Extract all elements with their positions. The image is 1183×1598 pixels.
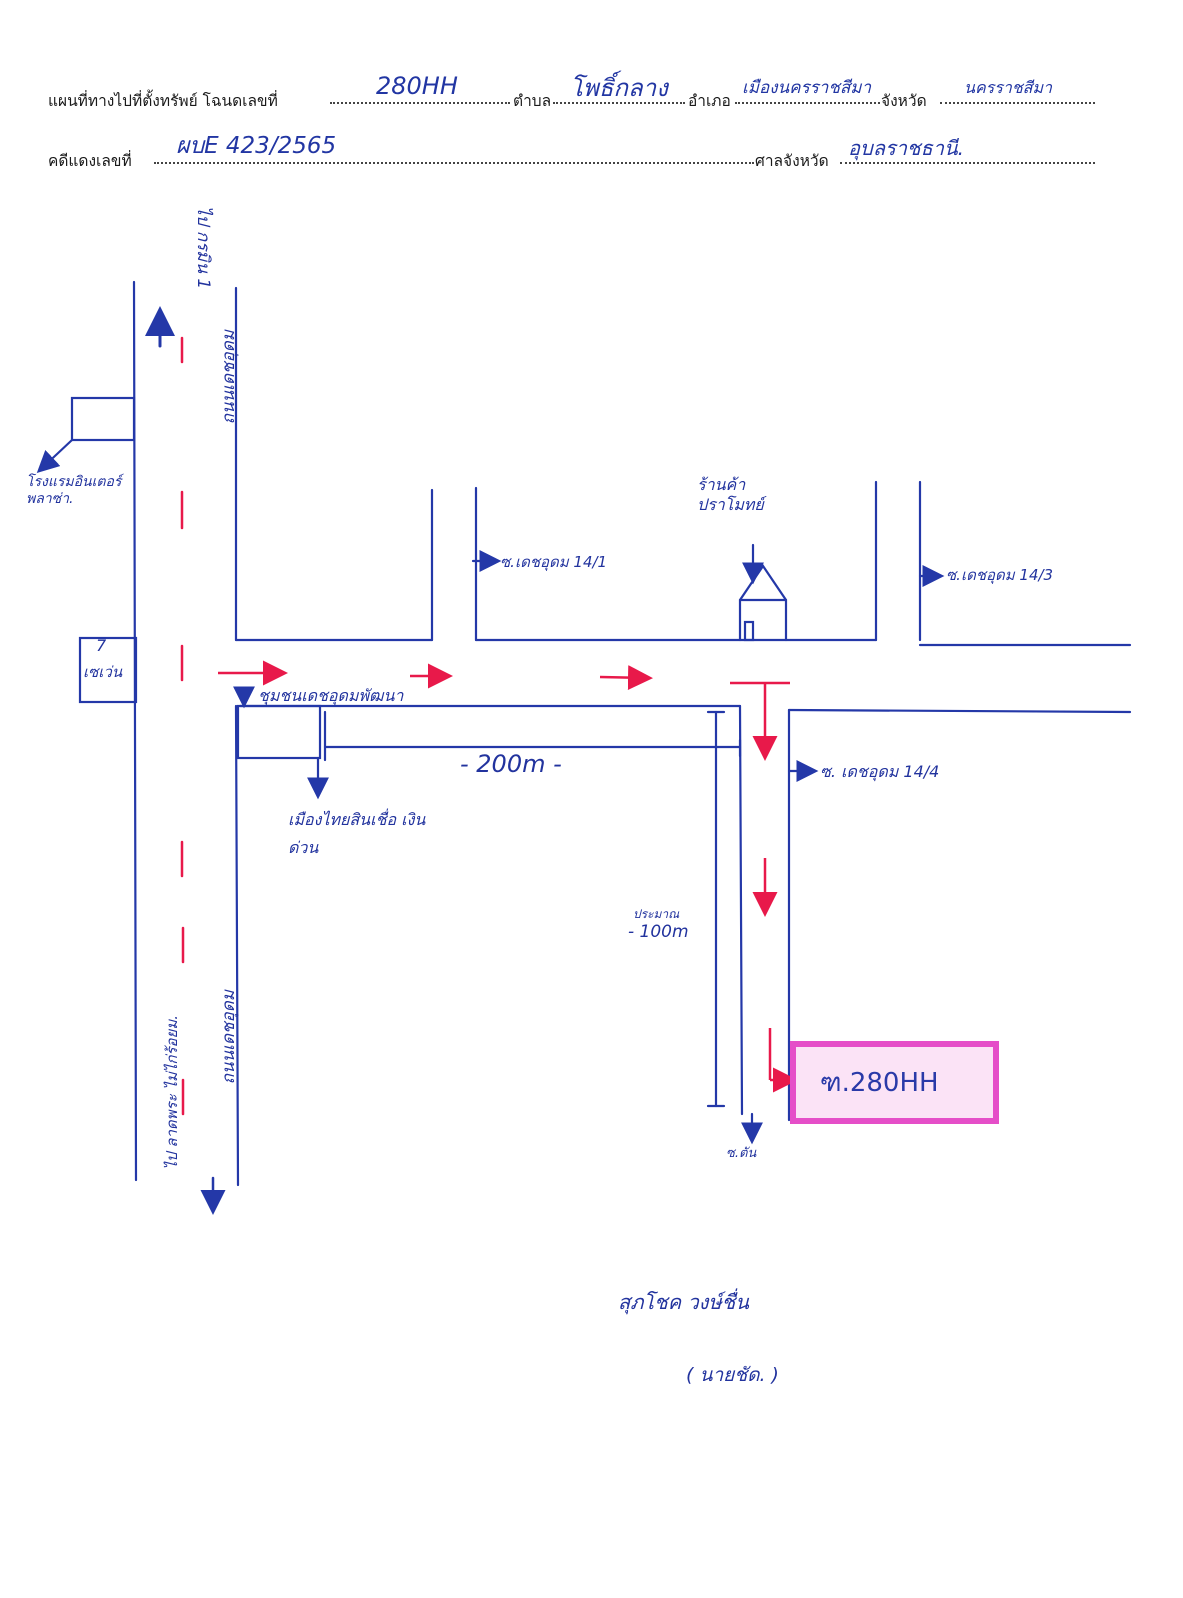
changwat-value: นครราชสีมา (964, 78, 1052, 97)
soi-14-1-label: ซ.เดชอุดม 14/1 (500, 553, 608, 571)
seven-eleven-box (78, 636, 138, 704)
amphoe-label: อำเภอ (688, 92, 731, 110)
amphoe-value: เมืองนครราชสีมา (742, 78, 871, 98)
case-dotline (154, 162, 754, 164)
route-arrows (218, 660, 798, 1093)
dead-end-label: ซ.ตัน (726, 1146, 757, 1161)
deed-number: 280HH (376, 72, 458, 100)
cross-road-bottom-2 (787, 708, 1132, 714)
distance-200m: - 200m - (452, 750, 570, 778)
target-plot-label: ฑ.280HH (820, 1068, 939, 1098)
court-dotline (840, 162, 1095, 164)
hotel-label: โรงแรมอินเตอร์พลาซ่า. (26, 474, 122, 507)
case-number: ผบE 423/2565 (176, 133, 337, 159)
community-label: ชุมชนเดชอุดมพัฒนา (258, 686, 404, 705)
soi-14-3-label: ซ.เดชอุดม 14/3 (946, 566, 1054, 584)
signature-name: สุภโชค วงษ์ชื่น (618, 1290, 749, 1314)
soi-14-4-label: ซ. เดชอุดม 14/4 (820, 762, 940, 781)
case-label: คดีแดงเลขที่ (48, 152, 132, 170)
main-road-right-edge-bottom (234, 704, 240, 1187)
road-left-direction: ไป ลาดพระ ไม่ไก่ร้อยม. (163, 1015, 181, 1170)
tambon-value: โพธิ์กลาง (570, 74, 668, 102)
signature-title: ( นายชัด. ) (686, 1364, 779, 1386)
map-label-text: แผนที่ทางไปที่ตั้งทรัพย์ โฉนดเลขที่ (48, 92, 278, 110)
road-top-direction: ไป กรมิน 1 (193, 206, 213, 290)
road-name-top: ถนนเดชอุดม (219, 330, 239, 425)
target-plot-box (790, 1041, 999, 1124)
finance-label: เมืองไทยสินเชื่อ เงินด่วน (288, 810, 426, 857)
amphoe-dotline (735, 102, 880, 104)
hotel-box (70, 396, 136, 442)
soi-14-4-left (738, 704, 744, 1116)
tambon-label: ตำบล (513, 92, 552, 110)
court-label: ศาลจังหวัด (755, 152, 829, 170)
changwat-dotline (940, 102, 1095, 104)
distance-100m: - 100m (628, 922, 689, 942)
approx-label: ประมาณ (633, 907, 680, 921)
header-map-label: แผนที่ทางไปที่ตั้งทรัพย์ โฉนดเลขที่ (48, 88, 278, 113)
centre-line (180, 336, 185, 1116)
tambon-dotline (553, 102, 685, 104)
deed-dotline (330, 102, 510, 104)
seven-eleven-label: เซเว่น (83, 663, 123, 681)
court-value: อุบลราชธานี. (848, 136, 964, 160)
changwat-label: จังหวัด (881, 92, 927, 110)
road-name-bottom: ถนนเดชอุดม (219, 990, 239, 1085)
finance-box (236, 704, 322, 760)
shop-house (738, 564, 788, 642)
shop-label: ร้านค้า ปราโมทย์ (697, 475, 764, 514)
seven-eleven-number: 7 (96, 636, 107, 655)
